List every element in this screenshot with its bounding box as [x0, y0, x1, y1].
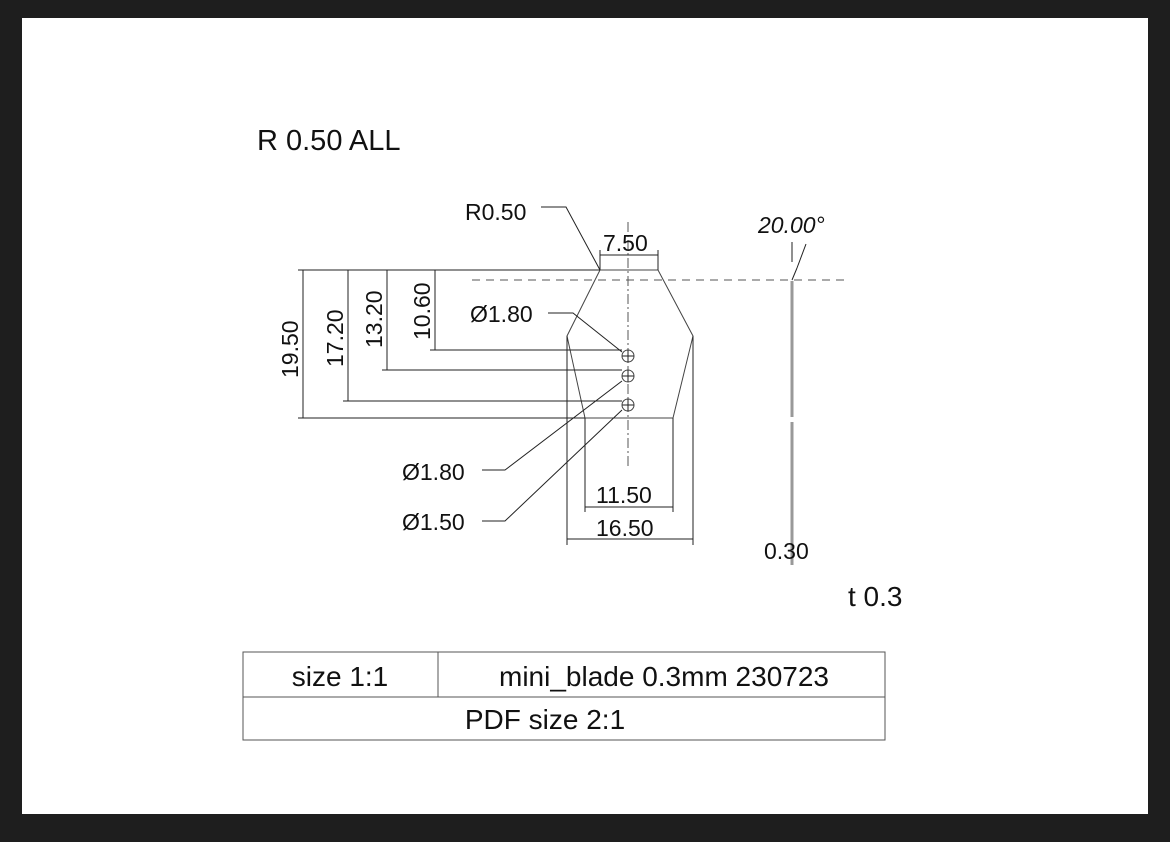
- thickness-dim: 0.30: [764, 538, 809, 564]
- holes: [621, 349, 635, 412]
- label-r0-50: R0.50: [465, 199, 526, 225]
- leaders: R0.50 Ø1.80 Ø1.80 Ø1.50: [402, 199, 623, 535]
- horizontal-dimensions: 7.50 11.50 16.50: [566, 230, 694, 545]
- label-hole-middle: Ø1.80: [402, 459, 465, 485]
- dim-19-50: 19.50: [277, 320, 303, 378]
- side-view: 20.00° 0.30: [757, 212, 825, 565]
- dim-13-20: 13.20: [361, 290, 387, 348]
- dim-11-50: 11.50: [596, 482, 652, 508]
- radius-note: R 0.50 ALL: [257, 125, 401, 157]
- scale-cell: size 1:1: [292, 661, 389, 692]
- label-hole-bottom: Ø1.50: [402, 509, 465, 535]
- title-block: size 1:1 mini_blade 0.3mm 230723 PDF siz…: [242, 651, 886, 741]
- blade-outline: [566, 269, 694, 419]
- label-hole-top: Ø1.80: [470, 301, 533, 327]
- dim-17-20: 17.20: [322, 309, 348, 367]
- part-name-cell: mini_blade 0.3mm 230723: [499, 661, 829, 692]
- dim-7-50: 7.50: [603, 230, 648, 256]
- vertical-dimensions: 19.50 17.20 13.20 10.60: [277, 269, 622, 419]
- dim-16-50: 16.50: [596, 515, 654, 541]
- angle-label: 20.00°: [757, 212, 825, 238]
- dim-10-60: 10.60: [409, 282, 435, 340]
- pdf-scale-cell: PDF size 2:1: [465, 704, 625, 735]
- thickness-note: t 0.3: [848, 581, 902, 612]
